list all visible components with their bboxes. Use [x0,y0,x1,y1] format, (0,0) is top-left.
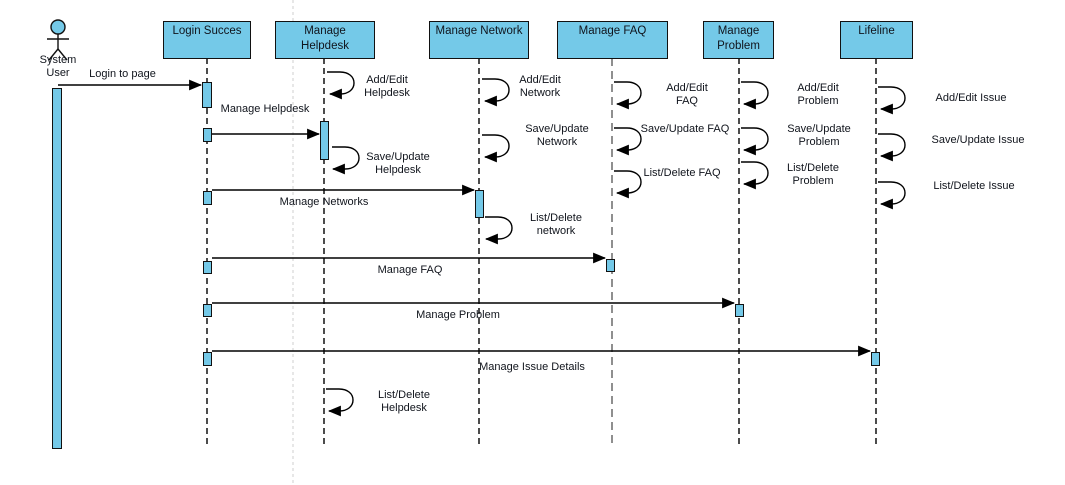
self-message-loop-save-update-helpdesk[interactable] [331,146,360,175]
self-message-loop-add-edit-helpdesk[interactable] [327,71,355,100]
activation-bar-login-4[interactable] [203,261,212,274]
activation-bar-login-1[interactable] [202,82,212,108]
self-message-label-list-delete-problem[interactable]: List/Delete Problem [787,162,839,187]
self-message-loop-save-update-faq[interactable] [614,127,642,156]
self-message-label-add-edit-network[interactable]: Add/Edit Network [519,74,561,99]
message-label-manage-networks[interactable]: Manage Networks [279,196,369,208]
self-message-loop-save-update-problem[interactable] [741,127,769,156]
self-message-loop-save-update-network[interactable] [482,134,510,163]
lifeline-head-manage-network[interactable]: Manage Network [429,21,529,59]
self-message-label-save-update-issue[interactable]: Save/Update Issue [931,134,1025,146]
actor-label[interactable]: System User [39,54,77,79]
self-message-label-save-update-network[interactable]: Save/Update Network [525,123,589,148]
lifeline-label: Manage FAQ [578,25,647,37]
lifeline-label: Lifeline [858,25,895,37]
self-message-label-save-update-helpdesk[interactable]: Save/Update Helpdesk [366,151,430,176]
activation-bar-actor[interactable] [52,88,62,449]
lifeline-head-manage-faq[interactable]: Manage FAQ [557,21,668,59]
lifeline-label: Login Succes [172,25,242,37]
lifeline-head-manage-problem[interactable]: Manage Problem [703,21,774,59]
message-label-login-to-page[interactable]: Login to page [89,68,156,80]
activation-bar-helpdesk[interactable] [320,121,329,160]
self-message-label-list-delete-issue[interactable]: List/Delete Issue [933,180,1015,192]
lifeline-label: Manage Network [435,25,523,37]
self-message-label-add-edit-issue[interactable]: Add/Edit Issue [935,92,1007,104]
message-label-manage-issue-details[interactable]: Manage Issue Details [479,361,585,373]
activation-bar-problem[interactable] [735,304,744,317]
self-message-loop-add-edit-network[interactable] [482,78,510,107]
self-message-loop-list-delete-helpdesk[interactable] [326,388,354,417]
self-message-loop-list-delete-faq[interactable] [614,170,642,199]
activation-bar-login-3[interactable] [203,191,212,205]
self-message-label-save-update-problem[interactable]: Save/Update Problem [787,123,851,148]
self-message-loop-list-delete-problem[interactable] [741,161,769,190]
self-message-label-add-edit-problem[interactable]: Add/Edit Problem [797,82,839,107]
lifeline-label: Manage Problem [717,25,760,52]
lifeline-head-login-succes[interactable]: Login Succes [163,21,251,59]
lifeline-head-lifeline[interactable]: Lifeline [840,21,913,59]
lifeline-label: Manage Helpdesk [301,25,349,52]
self-message-label-add-edit-faq[interactable]: Add/Edit FAQ [666,82,708,107]
activation-bar-login-6[interactable] [203,352,212,366]
self-message-label-list-delete-faq[interactable]: List/Delete FAQ [643,167,721,179]
lifeline-head-manage-helpdesk[interactable]: Manage Helpdesk [275,21,375,59]
activation-bar-login-2[interactable] [203,128,212,142]
self-message-label-add-edit-helpdesk[interactable]: Add/Edit Helpdesk [364,74,410,99]
self-message-label-save-update-faq[interactable]: Save/Update FAQ [640,123,730,135]
message-label-manage-helpdesk[interactable]: Manage Helpdesk [220,103,310,115]
self-message-loop-add-edit-faq[interactable] [614,81,642,110]
self-message-loop-list-delete-network[interactable] [484,216,513,245]
self-message-loop-list-delete-issue[interactable] [878,181,906,210]
activation-bar-network[interactable] [475,190,484,218]
actor-figure[interactable] [47,19,69,61]
activation-bar-login-5[interactable] [203,304,212,317]
self-message-loop-add-edit-issue[interactable] [878,86,906,115]
self-message-label-list-delete-network[interactable]: List/Delete network [530,212,582,237]
self-message-loop-add-edit-problem[interactable] [741,81,769,110]
self-message-label-list-delete-helpdesk[interactable]: List/Delete Helpdesk [378,389,430,414]
activation-bar-lifeline[interactable] [871,352,880,366]
message-label-manage-faq[interactable]: Manage FAQ [377,264,443,276]
message-label-manage-problem[interactable]: Manage Problem [416,309,500,321]
self-message-loop-save-update-issue[interactable] [878,133,906,162]
activation-bar-faq[interactable] [606,259,615,272]
